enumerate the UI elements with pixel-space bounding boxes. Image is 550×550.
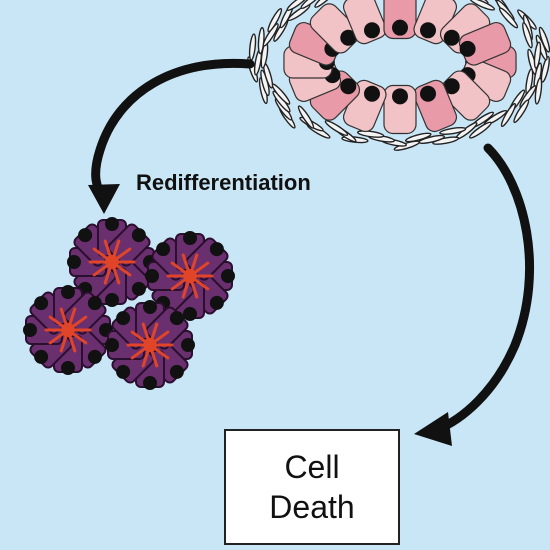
cluster-nucleus <box>131 228 146 243</box>
cluster-core <box>105 255 119 269</box>
cell-death-label-line1: Cell <box>284 449 340 485</box>
fibroblast <box>468 121 492 139</box>
fibroblast <box>300 0 323 9</box>
arrow-to-redifferentiation <box>88 58 255 214</box>
organoid-cell <box>383 0 417 40</box>
arrow-to-cell-death <box>414 143 535 446</box>
fibroblast <box>262 23 279 47</box>
organoid-nucleus <box>459 40 476 57</box>
cluster-nucleus <box>183 307 197 321</box>
organoid-nucleus <box>364 22 381 39</box>
fibroblast <box>432 136 460 145</box>
organoid-nucleus <box>392 19 408 36</box>
fibroblast <box>540 55 550 83</box>
cluster-core <box>143 338 157 352</box>
cluster-nucleus <box>87 349 102 364</box>
organoid-nucleus <box>392 88 408 105</box>
cluster-nucleus <box>105 293 119 307</box>
cluster-nucleus <box>61 285 75 299</box>
organoid-nucleus <box>443 29 460 46</box>
cluster-nucleus <box>143 376 157 390</box>
organoid-nucleus <box>364 85 381 102</box>
cluster-nucleus <box>87 296 102 311</box>
cluster-nucleus <box>131 281 146 296</box>
organoid <box>247 0 550 151</box>
cluster-nucleus <box>34 349 49 364</box>
redifferentiation-label: Redifferentiation <box>136 170 311 195</box>
cluster-nucleus <box>23 323 37 337</box>
cell-death-label-line2: Death <box>269 489 355 525</box>
cluster-nucleus <box>209 242 224 257</box>
fibroblast <box>267 7 283 33</box>
fibroblast <box>469 0 496 11</box>
fibroblast <box>248 33 257 61</box>
cluster-nucleus <box>221 269 235 283</box>
cell-death-box: Cell Death <box>224 429 400 545</box>
cell-cluster <box>67 217 157 307</box>
cluster-nucleus <box>169 364 184 379</box>
cluster-nucleus <box>34 296 49 311</box>
cluster-nucleus <box>116 364 131 379</box>
cluster-core <box>61 323 75 337</box>
redifferentiated-cell-clusters <box>23 217 235 390</box>
cluster-nucleus <box>209 295 224 310</box>
fibroblast <box>534 77 543 105</box>
fibroblast <box>314 0 336 8</box>
organoid-cell <box>383 84 417 135</box>
fibroblast <box>522 22 533 49</box>
cluster-nucleus <box>105 217 119 231</box>
cell-cluster <box>105 300 195 390</box>
cluster-nucleus <box>78 228 93 243</box>
cluster-nucleus <box>156 242 171 257</box>
fibroblast <box>297 105 315 129</box>
organoid-nucleus <box>443 78 460 95</box>
organoid-nucleus <box>419 85 436 102</box>
fibroblast <box>533 41 542 69</box>
cluster-nucleus <box>105 338 119 352</box>
fibroblast <box>357 130 385 138</box>
fibroblast <box>404 132 432 143</box>
cell-cluster <box>23 285 113 375</box>
cluster-nucleus <box>61 361 75 375</box>
organoid-cell-ring <box>283 0 517 135</box>
fibroblast <box>324 120 349 137</box>
fibroblast <box>439 126 467 135</box>
cluster-nucleus <box>67 255 81 269</box>
organoid-nucleus <box>340 78 357 95</box>
fibroblast-layer <box>247 0 550 151</box>
fibroblast <box>286 0 310 11</box>
cluster-core <box>183 269 197 283</box>
cluster-nucleus <box>143 300 157 314</box>
cluster-nucleus <box>169 311 184 326</box>
cluster-nucleus <box>145 269 159 283</box>
cluster-nucleus <box>116 311 131 326</box>
organoid-nucleus <box>419 22 436 39</box>
cluster-nucleus <box>183 231 197 245</box>
cell-cluster <box>145 231 235 321</box>
organoid-nucleus <box>340 29 357 46</box>
fibroblast <box>498 7 519 29</box>
fibroblast <box>513 99 530 124</box>
cluster-nucleus <box>181 338 195 352</box>
